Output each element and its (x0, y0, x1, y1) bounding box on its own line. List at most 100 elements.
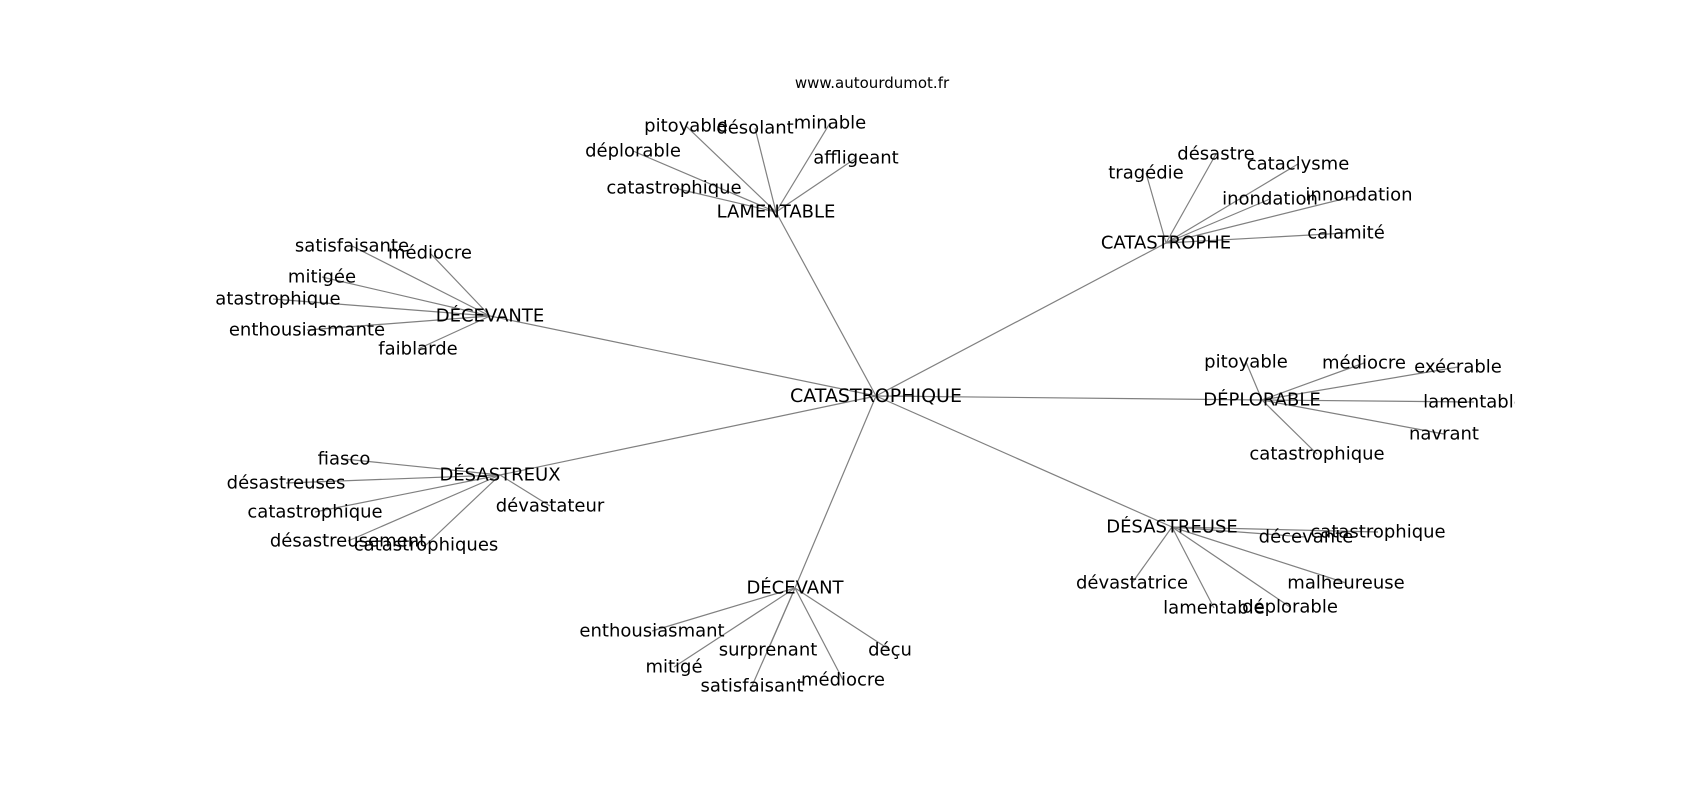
leaf-node-catastrophe[interactable]: tragédie (1108, 163, 1184, 184)
leaf-node-catastrophe[interactable]: inondation (1222, 189, 1318, 210)
edge (272, 298, 491, 317)
leaf-node-lamentable[interactable]: affligeant (813, 148, 898, 169)
edge (1171, 526, 1347, 584)
edge (1165, 163, 1299, 244)
edge (875, 395, 1263, 401)
leaf-node-desastreux[interactable]: désastreuses (227, 473, 346, 494)
edge (1245, 361, 1263, 401)
leaf-node-desastreuse[interactable]: lamentable (1163, 598, 1265, 619)
hub-node-catastrophe[interactable]: CATASTROPHE (1101, 233, 1231, 254)
leaf-node-desastreux[interactable]: fiasco (318, 449, 371, 470)
edge (1261, 366, 1459, 401)
hub-node-desastreuse[interactable]: DÉSASTREUSE (1106, 516, 1238, 538)
leaf-node-decevant[interactable]: déçu (868, 640, 912, 661)
leaf-node-deplorable[interactable]: pitoyable (1204, 352, 1288, 373)
leaf-node-catastrophe[interactable]: cataclysme (1247, 154, 1350, 175)
leaf-node-decevante[interactable]: faiblarde (378, 339, 457, 360)
leaf-node-lamentable[interactable]: pitoyable (644, 116, 728, 137)
leaf-node-decevante[interactable]: médiocre (388, 243, 472, 264)
leaf-node-catastrophe[interactable]: calamité (1307, 223, 1385, 244)
labels: CATASTROPHIQUELAMENTABLEpitoyabledésolan… (205, 113, 1525, 697)
edge (1171, 526, 1215, 609)
edge (754, 127, 777, 213)
edge (632, 150, 777, 213)
leaf-node-decevant[interactable]: enthousiasmant (579, 621, 724, 642)
edge (673, 187, 777, 213)
leaf-node-catastrophe[interactable]: désastre (1177, 144, 1254, 165)
edge (775, 122, 831, 213)
leaf-node-decevant[interactable]: surprenant (719, 640, 818, 661)
hub-node-decevante[interactable]: DÉCEVANTE (436, 305, 544, 327)
leaf-node-deplorable[interactable]: exécrable (1414, 357, 1502, 378)
leaf-node-decevant[interactable]: satisfaisant (700, 676, 803, 697)
edge (1261, 399, 1445, 435)
edge (347, 474, 501, 542)
leaf-node-deplorable[interactable]: catastrophique (1249, 444, 1384, 465)
edge (794, 587, 844, 681)
edge (794, 395, 877, 589)
edge (1165, 194, 1360, 244)
edge (775, 157, 857, 213)
center-node-label[interactable]: CATASTROPHIQUE (790, 385, 962, 407)
leaf-node-deplorable[interactable]: médiocre (1322, 353, 1406, 374)
leaf-node-decevant[interactable]: médiocre (801, 670, 885, 691)
edge (285, 474, 501, 484)
leaf-node-desastreuse[interactable]: déplorable (1242, 597, 1338, 618)
edge (499, 395, 877, 476)
edge (1171, 526, 1307, 538)
hub-node-deplorable[interactable]: DÉPLORABLE (1203, 389, 1320, 411)
edge (875, 242, 1167, 397)
edge (1165, 198, 1271, 244)
edge (489, 315, 877, 397)
edge (321, 276, 491, 317)
leaf-node-desastreux[interactable]: catastrophiques (354, 535, 499, 556)
edge (751, 587, 796, 687)
edge (343, 458, 501, 476)
edge (499, 474, 551, 507)
leaf-node-catastrophe[interactable]: innondation (1305, 185, 1412, 206)
leaf-node-lamentable[interactable]: minable (794, 113, 866, 134)
edge (417, 315, 491, 350)
edge (425, 474, 501, 546)
leaf-node-desastreuse[interactable]: catastrophique (1310, 522, 1445, 543)
leaf-node-lamentable[interactable]: déplorable (585, 141, 681, 162)
edge (306, 315, 491, 331)
edge (875, 395, 1173, 528)
leaf-node-decevant[interactable]: mitigé (645, 657, 702, 678)
hub-node-desastreux[interactable]: DÉSASTREUX (439, 464, 560, 486)
edge (1171, 526, 1379, 533)
hub-node-lamentable[interactable]: LAMENTABLE (717, 202, 836, 223)
leaf-node-decevante[interactable]: catastrophique (205, 289, 341, 310)
leaf-node-decevante[interactable]: satisfaisante (295, 236, 409, 257)
edge (314, 474, 501, 513)
leaf-node-desastreux[interactable]: dévastateur (496, 496, 605, 517)
edge (685, 125, 777, 213)
edges (272, 122, 1475, 687)
edge (1261, 399, 1475, 403)
edge (351, 245, 491, 317)
edge (651, 587, 796, 632)
edge (1165, 232, 1347, 244)
source-label: www.autourdumot.fr (795, 74, 950, 92)
edge (1145, 172, 1167, 244)
edge (429, 252, 491, 317)
leaf-node-desastreux[interactable]: catastrophique (247, 502, 382, 523)
leaf-node-lamentable[interactable]: catastrophique (606, 178, 741, 199)
edge (1261, 362, 1365, 401)
leaf-node-lamentable[interactable]: désolant (716, 118, 793, 139)
leaf-node-desastreuse[interactable]: malheureuse (1287, 573, 1404, 594)
leaf-node-deplorable[interactable]: navrant (1409, 424, 1479, 445)
leaf-node-decevante[interactable]: mitigée (288, 267, 356, 288)
leaf-node-desastreuse[interactable]: décevante (1259, 527, 1354, 548)
hub-node-decevant[interactable]: DÉCEVANT (746, 577, 844, 599)
leaf-node-desastreuse[interactable]: dévastatrice (1076, 573, 1188, 594)
leaf-node-desastreux[interactable]: désastreusement (270, 531, 426, 552)
edge (1261, 399, 1318, 455)
leaf-node-decevante[interactable]: enthousiasmante (229, 320, 385, 341)
leaf-node-deplorable[interactable]: lamentable (1423, 392, 1525, 413)
edge (794, 587, 891, 651)
edge (1171, 526, 1291, 608)
edge (1131, 526, 1173, 584)
edge (673, 587, 796, 668)
